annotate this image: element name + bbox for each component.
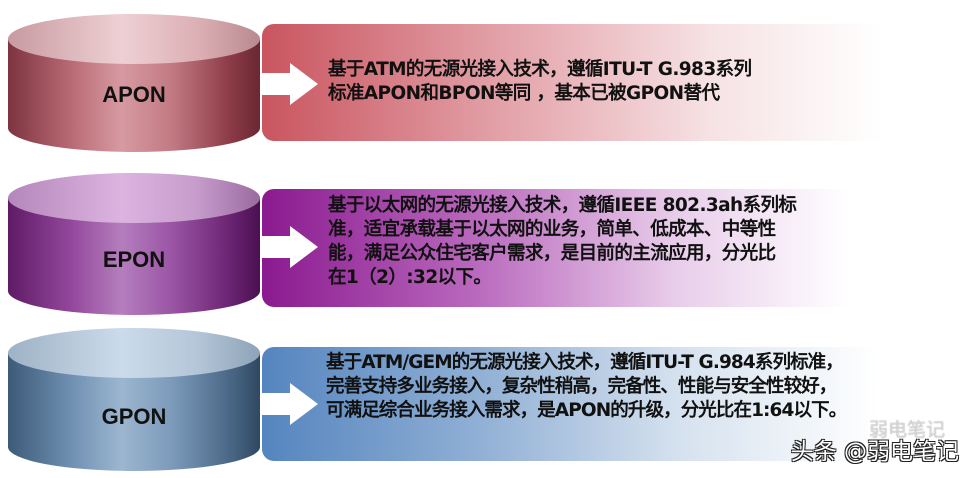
epon-description: 基于以太网的无源光接入技术，遵循IEEE 802.3ah系列标 准，适宜承载基于… [328, 194, 797, 290]
gpon-arrow-icon [262, 383, 318, 425]
epon-arrow-icon [262, 226, 318, 268]
gpon-desc-line: 可满足综合业务接入需求，是APON的升级，分光比在1:64以下。 [326, 400, 847, 421]
epon-desc-line: 能，满足公众住宅客户需求，是目前的主流应用，分光比 [328, 243, 776, 264]
gpon-label: GPON [101, 404, 167, 429]
epon-description-box [262, 189, 952, 307]
epon-row: EPON 基于以太网的无源光接入技术，遵循IEEE 802.3ah系列标 准，适… [0, 160, 973, 325]
apon-description-box [262, 24, 952, 141]
gpon-cylinder-top [8, 328, 260, 378]
gpon-desc-line: 基于ATM/GEM的无源光接入技术，遵循ITU-T G.984系列标准， [326, 352, 844, 373]
epon-desc-line: 准，适宜承载基于以太网的业务，简单、低成本、中等性 [328, 219, 776, 240]
epon-cylinder-top [8, 173, 260, 223]
apon-desc-line: 基于ATM的无源光接入技术，遵循ITU-T G.983系列 [328, 59, 752, 80]
watermark-faint: 弱电笔记 [868, 419, 945, 441]
epon-label: EPON [102, 247, 166, 272]
apon-desc-line: 标准APON和BPON等同 ，基本已被GPON替代 [328, 83, 720, 104]
apon-cylinder: APON [8, 14, 260, 154]
apon-label: APON [102, 82, 166, 107]
apon-cylinder-top [8, 14, 260, 64]
gpon-description-box [262, 347, 962, 461]
apon-description: 基于ATM的无源光接入技术，遵循ITU-T G.983系列 标准APON和BPO… [328, 58, 752, 106]
gpon-row: GPON 基于ATM/GEM的无源光接入技术，遵循ITU-T G.984系列标准… [0, 325, 973, 478]
gpon-desc-line: 完善支持多业务接入，复杂性稍高，完备性、性能与安全性较好， [326, 376, 837, 397]
gpon-description: 基于ATM/GEM的无源光接入技术，遵循ITU-T G.984系列标准， 完善支… [326, 351, 847, 423]
epon-desc-line: 基于以太网的无源光接入技术，遵循IEEE 802.3ah系列标 [328, 195, 797, 216]
epon-cylinder: EPON [8, 173, 260, 318]
apon-row: APON 基于ATM的无源光接入技术，遵循ITU-T G.983系列 标准APO… [0, 0, 973, 160]
epon-desc-line: 在1（2）:32以下。 [328, 267, 492, 288]
apon-arrow-icon [262, 63, 318, 105]
watermark: 头条 @弱电笔记 [790, 439, 959, 465]
gpon-cylinder: GPON [8, 328, 260, 476]
